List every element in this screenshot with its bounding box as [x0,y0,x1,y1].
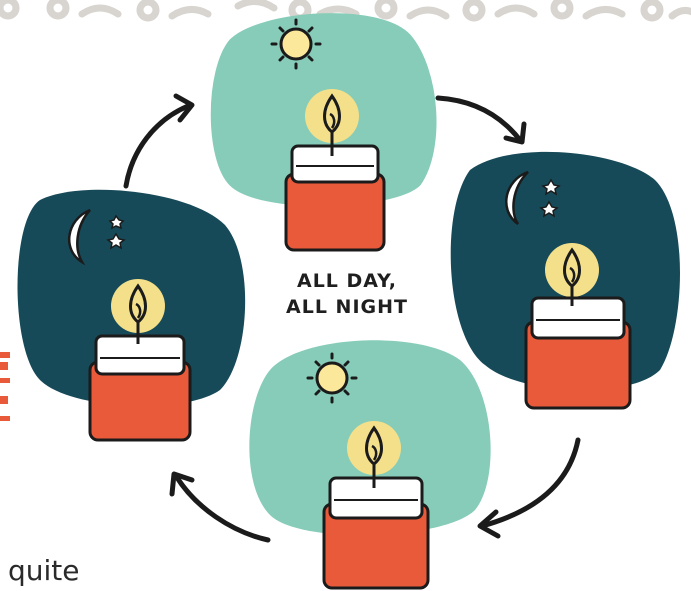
candle [322,464,430,590]
diagram-caption: ALL DAY, ALL NIGHT [262,268,432,320]
sun-icon [306,352,358,404]
decorative-top-border [0,0,691,22]
day-candle-bottom [249,340,491,590]
sun-icon [270,18,322,70]
night-candle-left [17,189,246,442]
arrow-icon [169,471,271,543]
star-icon [106,214,126,250]
candle [284,132,386,252]
star-icon [539,178,561,218]
caption-line-2: ALL NIGHT [286,296,408,318]
candle [88,322,192,442]
body-text-fragment: quite [8,554,80,587]
moon-icon [67,208,91,266]
moon-icon [505,170,529,226]
arrow-icon [435,95,527,145]
caption-line-1: ALL DAY, [296,270,398,292]
night-candle-right [450,151,680,410]
flame-icon [305,89,359,143]
flame-icon [545,243,599,297]
day-candle-top [210,13,437,252]
arrow-icon [477,437,581,539]
arrow-icon [123,93,195,189]
cycle-arrows [123,93,581,543]
red-accent-marks [0,352,10,421]
candle [524,286,632,410]
flame-icon [111,279,165,333]
